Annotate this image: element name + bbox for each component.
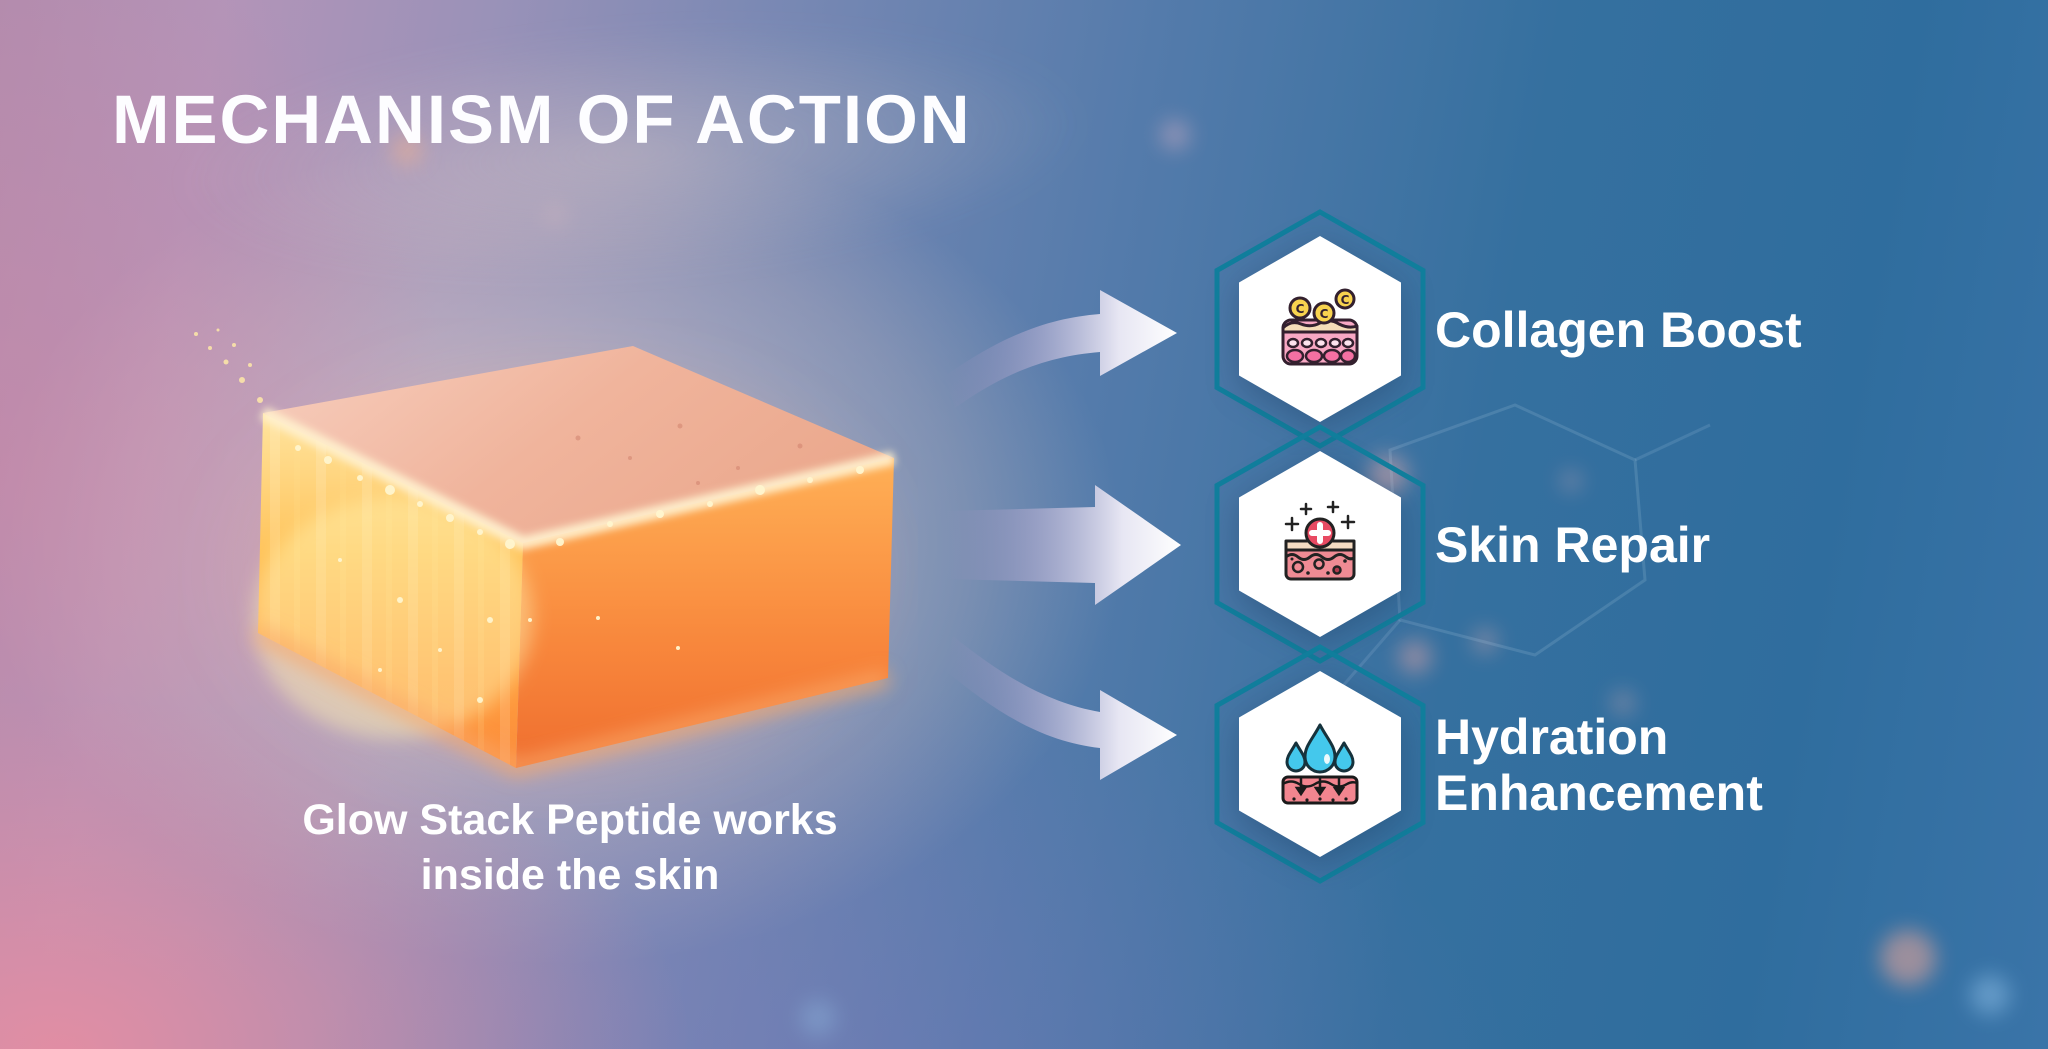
skin-block-graphic (193, 328, 923, 808)
svg-text:C: C (1320, 307, 1329, 321)
feature-hydration-enhancement: Hydration Enhancement (945, 636, 1945, 890)
molecule-node-dot (1610, 690, 1636, 716)
skin-repair-icon (1284, 500, 1356, 581)
svg-text:C: C (1296, 302, 1305, 316)
feature-label: Collagen Boost (1435, 302, 1802, 358)
molecule-node-dot (1880, 930, 1936, 986)
molecule-node-dot (545, 205, 565, 225)
curved-arrow-up-icon (945, 290, 1177, 408)
hexagon-badge (1205, 420, 1435, 670)
molecule-ring-decor (1333, 403, 1711, 696)
svg-text:C: C (1341, 293, 1350, 307)
straight-arrow-icon (945, 485, 1181, 605)
hydration-enhancement-icon (1281, 723, 1359, 805)
caption-line-2: inside the skin (420, 851, 720, 900)
molecule-node-dot (1970, 975, 2010, 1015)
molecule-node-dot (1560, 470, 1582, 492)
hexagon-badge (1205, 640, 1435, 890)
feature-skin-repair: Skin Repair (945, 420, 1945, 670)
molecule-node-dot (800, 1000, 836, 1036)
molecule-node-dot (392, 135, 422, 165)
image-caption: Glow Stack Peptide works inside the skin (190, 793, 950, 903)
feature-label: Hydration Enhancement (1435, 709, 1763, 821)
caption-line-1: Glow Stack Peptide works (302, 796, 838, 844)
molecule-node-dot (1398, 640, 1432, 674)
feature-label: Skin Repair (1435, 517, 1711, 573)
curved-arrow-down-icon (945, 636, 1177, 780)
page-title: MECHANISM OF ACTION (112, 81, 972, 158)
molecule-node-dot (1472, 628, 1498, 654)
molecule-node-dot (1160, 120, 1190, 150)
skin-cross-section-image (178, 318, 923, 818)
